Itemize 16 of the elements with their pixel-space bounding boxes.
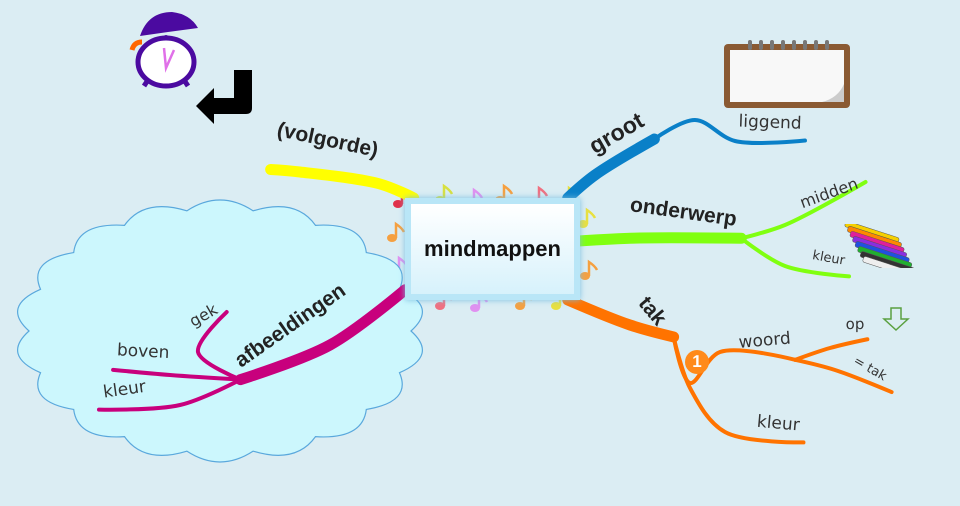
sub-branch-label: woord	[734, 328, 796, 360]
sub-branch-label: kleur	[807, 248, 849, 276]
sub-branch-label: boven	[113, 340, 173, 370]
central-topic-text: mindmappen	[424, 236, 561, 262]
branch-label: tak	[626, 289, 674, 337]
branch-label: onderwerp	[624, 192, 742, 238]
branch-line	[793, 337, 870, 362]
sub-branch-label: = tak	[844, 352, 892, 392]
sub-branch-label: kleur	[98, 376, 152, 410]
sub-branch-label: gek	[183, 298, 227, 338]
sub-branch-label: liggend	[735, 111, 805, 141]
sub-branch-label: kleur	[752, 412, 804, 442]
central-topic-box	[405, 198, 580, 300]
branch-line	[793, 358, 894, 394]
sub-branch-label: op	[842, 314, 868, 340]
callout-number: 1	[685, 350, 709, 374]
